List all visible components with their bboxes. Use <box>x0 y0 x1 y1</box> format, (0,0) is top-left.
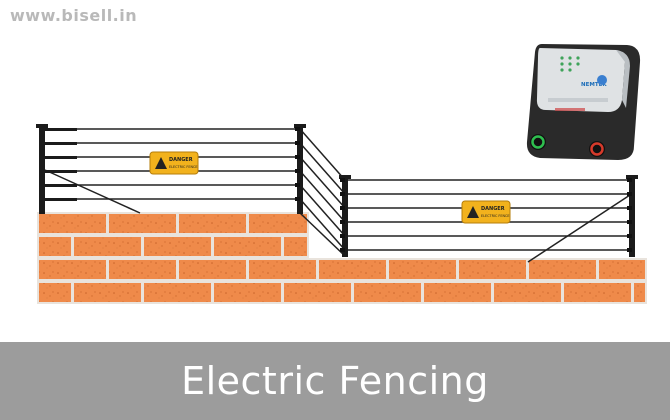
insulator <box>295 127 300 131</box>
brick-texture <box>39 214 106 233</box>
danger-sign-right-line1: DANGER <box>481 206 505 212</box>
fence-wires-left <box>42 128 300 200</box>
brand-logo-icon <box>597 75 607 85</box>
insulator <box>627 206 632 210</box>
fence-illustration: DANGER ELECTRIC FENCE DANGER ELECTRIC FE… <box>36 44 647 304</box>
insulator <box>627 248 632 252</box>
brick-texture <box>459 260 526 279</box>
fence-post-right <box>626 175 638 257</box>
brick-texture <box>74 283 141 302</box>
brick-texture <box>109 260 176 279</box>
brick-texture <box>424 283 491 302</box>
watermark: www.bisell.in <box>10 6 138 25</box>
brick-texture <box>39 260 106 279</box>
caption-bar: Electric Fencing <box>0 342 670 420</box>
danger-sign-left: DANGER ELECTRIC FENCE <box>149 151 199 175</box>
brick-texture <box>214 283 281 302</box>
insulators <box>295 127 632 252</box>
insulator <box>340 192 345 196</box>
insulator <box>295 183 300 187</box>
brick-wall <box>37 212 647 304</box>
danger-sign-left-line1: DANGER <box>169 157 193 163</box>
brick-texture <box>389 260 456 279</box>
brace-left <box>44 169 141 214</box>
insulator <box>627 178 632 182</box>
brace-right <box>527 194 631 263</box>
brick-texture <box>529 260 596 279</box>
insulator <box>627 234 632 238</box>
energizer-unit: NEMTEK <box>526 44 641 160</box>
brick-texture <box>284 283 351 302</box>
brick-texture <box>354 283 421 302</box>
brick-texture <box>599 260 645 279</box>
insulator <box>340 178 345 182</box>
fence-wires-right <box>345 179 632 251</box>
fence-post-middle <box>339 175 351 257</box>
caption-title: Electric Fencing <box>181 359 489 403</box>
insulator <box>627 220 632 224</box>
brick-texture <box>634 283 645 302</box>
indicator-lights <box>560 56 580 72</box>
brick-texture <box>249 260 316 279</box>
brick-texture <box>144 237 211 256</box>
brick-texture <box>214 237 281 256</box>
insulator <box>340 248 345 252</box>
brick-texture <box>39 283 71 302</box>
danger-sign-right: DANGER ELECTRIC FENCE <box>461 200 511 224</box>
brick-texture <box>284 237 307 256</box>
brick-texture <box>494 283 561 302</box>
insulator <box>295 169 300 173</box>
energizer-brand: NEMTEK <box>581 82 607 88</box>
insulator <box>340 206 345 210</box>
fence-post-left <box>36 124 77 214</box>
insulator <box>340 220 345 224</box>
brick-texture <box>109 214 176 233</box>
brick-texture <box>144 283 211 302</box>
brick-texture <box>74 237 141 256</box>
brick-texture <box>179 260 246 279</box>
brick-texture <box>319 260 386 279</box>
insulator <box>295 141 300 145</box>
danger-sign-left-line2: ELECTRIC FENCE <box>169 165 198 169</box>
insulator <box>295 155 300 159</box>
insulator <box>627 192 632 196</box>
insulator <box>340 234 345 238</box>
brick-texture <box>564 283 631 302</box>
danger-sign-right-line2: ELECTRIC FENCE <box>481 214 510 218</box>
insulator <box>295 197 300 201</box>
brick-texture <box>249 214 307 233</box>
fence-wires-corner <box>299 128 346 257</box>
brick-texture <box>39 237 71 256</box>
brick-texture <box>179 214 246 233</box>
